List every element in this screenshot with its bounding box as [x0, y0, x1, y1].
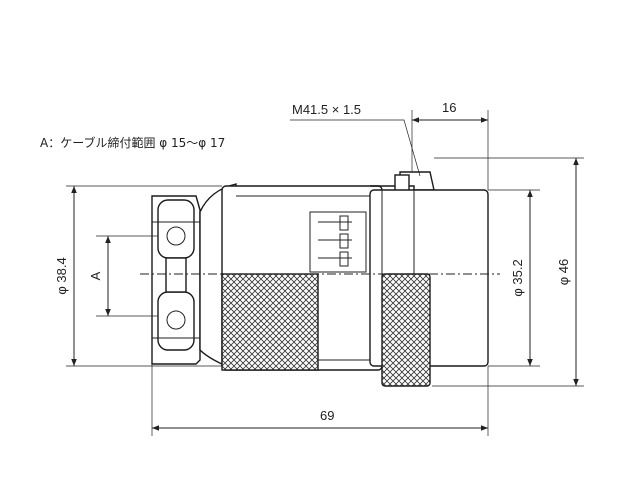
screw-lower — [166, 310, 186, 330]
dimension-lines — [66, 110, 584, 436]
thread-leader — [290, 119, 421, 177]
body-diameter-label: φ 38.4 — [54, 257, 69, 294]
clamp-lower — [157, 291, 195, 351]
clamp-upper — [157, 199, 195, 259]
front-knurl-nut — [381, 273, 431, 387]
screw-upper — [166, 226, 186, 246]
nut-diameter-label: φ 46 — [556, 259, 571, 286]
connector-body — [151, 171, 489, 387]
cable-range-label: A — [88, 271, 103, 280]
rear-knurl — [221, 273, 319, 371]
thread-length-label: 16 — [442, 100, 456, 115]
thread-label: M41.5 × 1.5 — [292, 102, 361, 117]
front-diameter-label: φ 35.2 — [510, 259, 525, 296]
cable-range-note: A：ケーブル締付範囲 φ 15～φ 17 — [40, 135, 225, 150]
overall-length-label: 69 — [320, 408, 334, 423]
contacts — [309, 211, 367, 273]
cable-gland-neck — [165, 257, 187, 293]
thread-detail — [394, 174, 410, 192]
